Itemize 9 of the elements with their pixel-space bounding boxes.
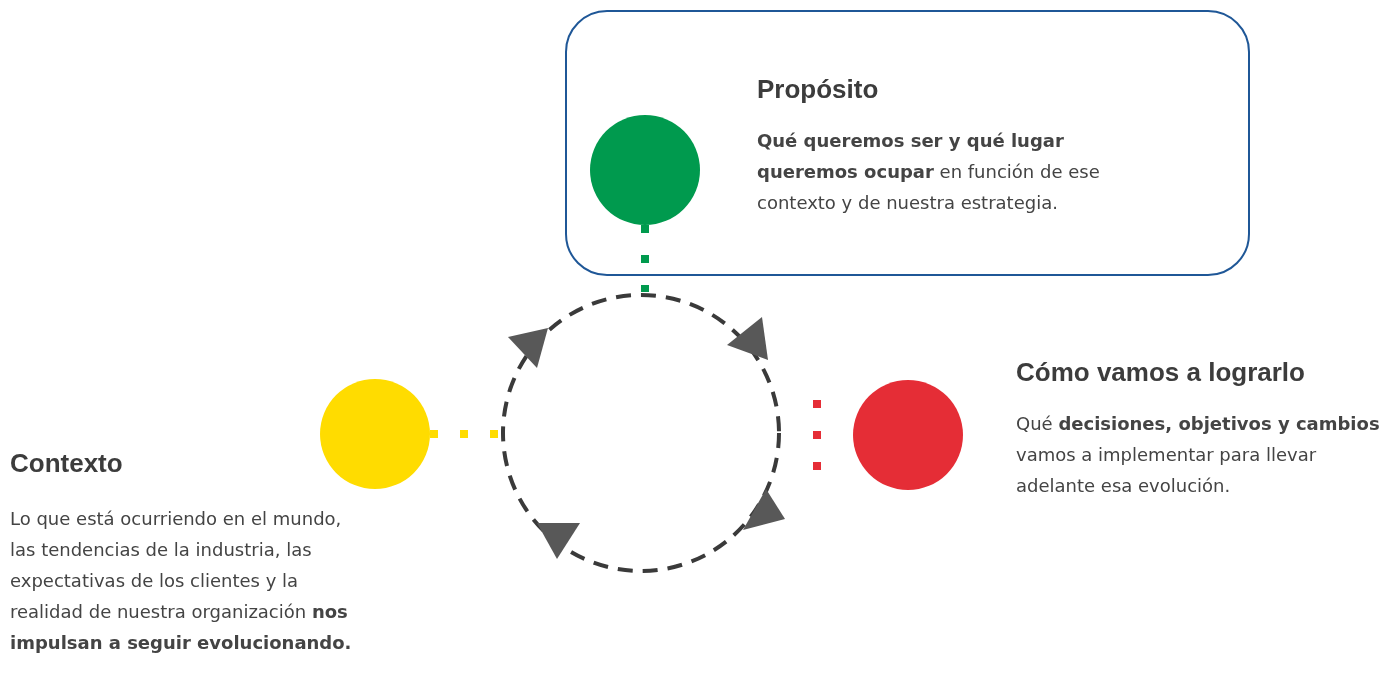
heading: Propósito <box>757 74 880 105</box>
description-text: Lo que está ocurriendo en el mundo, las tendencias de la industria, las expectativas de los clientes y la realidad de nuestra organización nos impulsan a seguir evolucionando. <box>10 507 353 655</box>
rounded-box <box>565 10 1250 276</box>
dotted-connector <box>641 225 649 292</box>
description-text: Qué decisiones, objetivos y cambios vamos a implementar para llevar adelante esa evolución. <box>1016 412 1381 498</box>
cycle-drawing <box>500 290 786 576</box>
heading: Cómo vamos a lograrlo <box>1016 357 1306 388</box>
heading: Contexto <box>10 448 124 479</box>
description-text: Qué queremos ser y qué lugar queremos ocupar en función de ese contexto y de nuestra estrategia. <box>757 129 1101 215</box>
